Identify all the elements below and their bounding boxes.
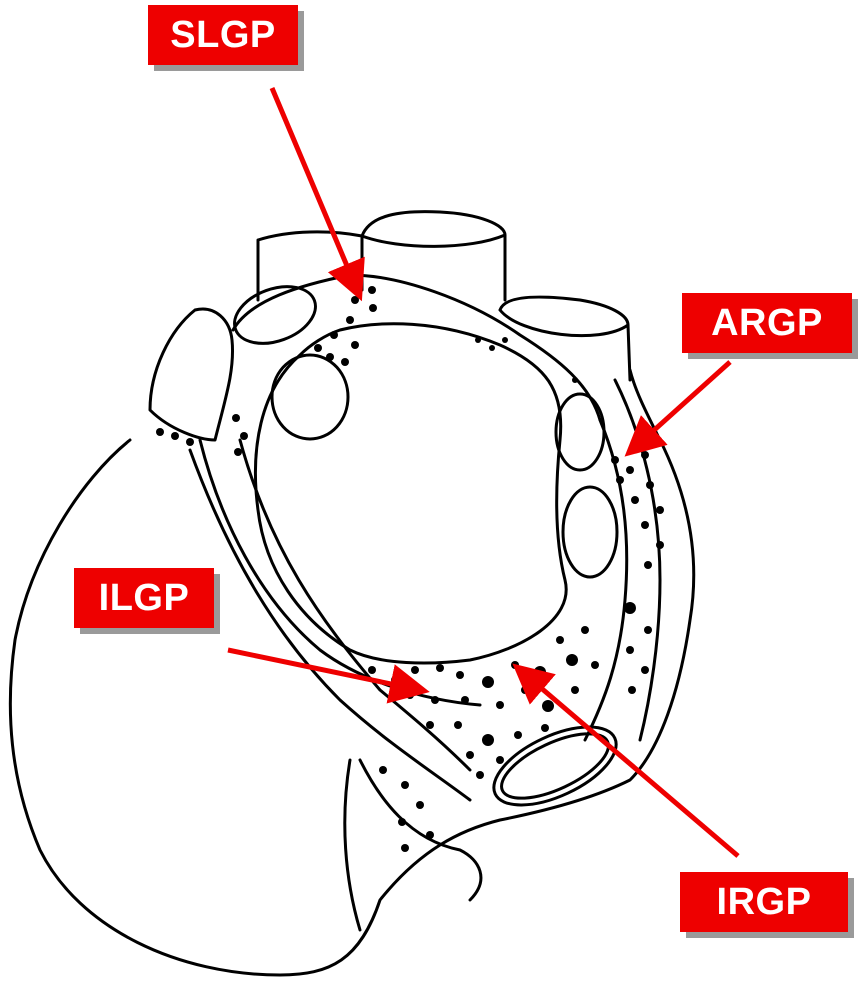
ganglion-dot-icon <box>641 666 649 674</box>
pulmonary-vein-upper-right <box>556 394 604 470</box>
ventricle-line <box>345 760 360 930</box>
arrow-icon <box>520 670 738 856</box>
ganglion-dot-icon <box>232 414 240 422</box>
coronary-groove <box>190 440 470 800</box>
ganglion-dot-icon <box>475 337 481 343</box>
vessel-center <box>362 212 505 300</box>
ganglion-dot-icon <box>482 676 494 688</box>
ganglion-dot-icon <box>644 626 652 634</box>
ganglion-dot-icon <box>330 331 338 339</box>
ganglion-dot-icon <box>656 541 664 549</box>
ganglion-dot-icon <box>368 286 376 294</box>
ganglion-dot-icon <box>571 686 579 694</box>
ganglion-dot-icon <box>626 646 634 654</box>
ganglion-dot-icon <box>566 654 578 666</box>
ganglion-dot-icon <box>351 296 359 304</box>
ganglion-dot-icon <box>644 561 652 569</box>
ilgp-label: ILGP <box>74 568 214 628</box>
ganglion-dot-icon <box>489 345 495 351</box>
ganglion-dot-icon <box>240 432 248 440</box>
ganglion-dot-icon <box>234 448 242 456</box>
ganglion-dot-icon <box>406 691 414 699</box>
ganglion-dot-icon <box>641 451 649 459</box>
arrow-icon <box>272 88 358 292</box>
ganglion-dot-icon <box>401 844 409 852</box>
ganglion-dot-icon <box>461 696 469 704</box>
ganglion-dot-icon <box>411 666 419 674</box>
ganglion-dot-icon <box>401 781 409 789</box>
ganglion-dot-icon <box>631 496 639 504</box>
crux-region <box>360 760 481 900</box>
ganglion-dot-icon <box>628 686 636 694</box>
ganglion-dot-icon <box>369 304 377 312</box>
inferior-vena-cava <box>483 711 628 821</box>
ganglion-dot-icon <box>641 521 649 529</box>
irgp-label: IRGP <box>680 872 848 932</box>
arrow-icon <box>632 362 730 450</box>
ganglion-dot-icon <box>514 731 522 739</box>
left-atrium <box>255 324 566 663</box>
ganglion-dot-icon <box>426 721 434 729</box>
ganglion-dot-icon <box>426 831 434 839</box>
ganglion-dot-icon <box>496 756 504 764</box>
pulmonary-vein-lower-right <box>563 487 617 577</box>
ganglion-dot-icon <box>611 456 619 464</box>
ganglion-dot-icon <box>368 666 376 674</box>
ganglion-dot-icon <box>482 734 494 746</box>
ganglion-dot-icon <box>476 771 484 779</box>
ganglion-dot-icon <box>511 661 519 669</box>
pulmonary-vein-upper-left <box>227 276 324 354</box>
ganglion-dot-icon <box>626 466 634 474</box>
ganglion-dot-icon <box>496 701 504 709</box>
pulmonary-vein-lower-left <box>272 355 348 439</box>
ganglion-dot-icon <box>341 358 349 366</box>
ganglion-dot-icon <box>431 696 439 704</box>
ganglion-dot-icon <box>646 481 654 489</box>
ganglion-dot-icon <box>656 506 664 514</box>
ganglion-dot-icon <box>186 438 194 446</box>
appendage-cap <box>150 309 233 440</box>
ganglion-dot-icon <box>351 341 359 349</box>
ganglion-dot-icon <box>581 626 589 634</box>
ganglion-dot-icon <box>521 686 529 694</box>
ganglion-dot-icon <box>534 666 546 678</box>
ganglion-dot-icon <box>436 664 444 672</box>
ganglion-dot-icon <box>156 428 164 436</box>
ganglion-dot-icon <box>171 432 179 440</box>
slgp-label: SLGP <box>148 5 298 65</box>
ganglion-dot-icon <box>502 337 508 343</box>
ganglion-dot-icon <box>454 721 462 729</box>
ganglion-dot-icon <box>398 818 406 826</box>
ganglion-dot-icon <box>556 636 564 644</box>
ganglion-dot-icon <box>326 353 334 361</box>
ganglion-dot-icon <box>314 344 322 352</box>
ganglion-dot-icon <box>624 602 636 614</box>
ganglion-dot-icon <box>416 801 424 809</box>
ganglion-dot-icon <box>466 751 474 759</box>
ganglion-dot-icon <box>616 476 624 484</box>
ganglion-dot-icon <box>379 766 387 774</box>
ganglion-dot-icon <box>456 671 464 679</box>
ganglion-dot-icon <box>591 661 599 669</box>
heart-outer-contour <box>10 370 693 975</box>
ganglion-dot-icon <box>542 700 554 712</box>
ganglion-dot-icon <box>346 316 354 324</box>
atrial-band <box>200 275 600 705</box>
ganglion-dot-icon <box>541 724 549 732</box>
ganglion-dot-icon <box>572 377 578 383</box>
argp-label: ARGP <box>682 293 852 353</box>
